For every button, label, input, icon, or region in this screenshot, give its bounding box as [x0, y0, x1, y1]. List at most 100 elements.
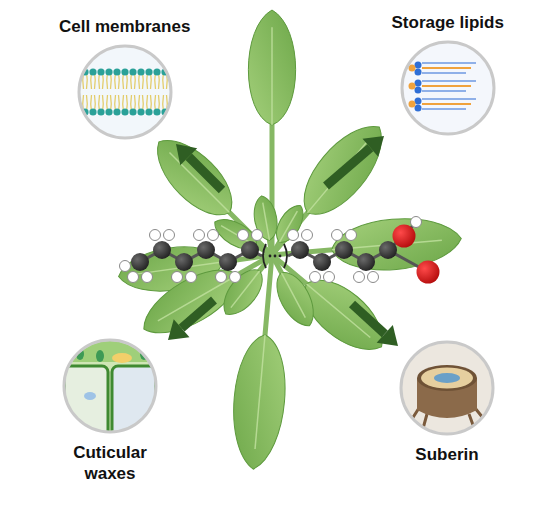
- oxygen-atom: [417, 261, 440, 284]
- lipid-head: [153, 68, 160, 75]
- hydrogen-atom: [150, 230, 161, 241]
- lipid-head: [414, 62, 421, 69]
- lipid-fate-node: Cuticular waxes: [52, 336, 168, 484]
- lipid-head: [97, 108, 104, 115]
- lipid-head: [408, 101, 415, 108]
- hydrogen-atom: [142, 272, 153, 283]
- node-heading: Suberin: [413, 444, 480, 465]
- circle-border: [402, 42, 494, 134]
- hydrogen-atom: [230, 272, 241, 283]
- lipid-head: [414, 87, 421, 94]
- arrow-head: [363, 136, 384, 157]
- leaf-midrib: [281, 273, 305, 318]
- hydrogen-atom: [238, 230, 249, 241]
- arrow-head: [176, 144, 197, 165]
- hydrogen-atom: [208, 230, 219, 241]
- leaf-blade: [143, 126, 245, 228]
- lipid-tail: [422, 103, 471, 105]
- leaf: [133, 237, 282, 348]
- lipid-head: [414, 80, 421, 87]
- lipid-head: [414, 98, 421, 105]
- lipid-head: [97, 68, 104, 75]
- chain-break-symbol: [263, 244, 287, 268]
- lipid-head: [137, 108, 144, 115]
- arrow-head: [168, 319, 189, 340]
- lipid-tail: [422, 90, 466, 92]
- leaf-midrib: [255, 335, 265, 449]
- hydrogen-atom: [128, 272, 139, 283]
- hydrogen-atom: [354, 272, 365, 283]
- icon-ground: [398, 38, 498, 138]
- lipid-head: [137, 68, 144, 75]
- lipid-head: [414, 105, 421, 112]
- carbon-atom: [241, 241, 259, 259]
- arrow-shaft: [182, 300, 214, 328]
- lipid-fate-node: Cell membranes: [57, 16, 192, 142]
- node-heading: Storage lipids: [390, 12, 506, 33]
- leaf: [257, 238, 396, 365]
- leaf-blade: [289, 112, 397, 228]
- icon-circle: [60, 336, 160, 436]
- lipid-head: [113, 68, 120, 75]
- lipid-tail: [422, 67, 471, 69]
- lipid-tail: [422, 80, 476, 82]
- hydrogen-atom: [216, 272, 227, 283]
- circle-border: [64, 340, 156, 432]
- hydrogen-atom: [310, 272, 321, 283]
- carbon-atom: [175, 253, 193, 271]
- carbon-atom: [335, 241, 353, 259]
- pointer-arrow: [326, 136, 384, 186]
- lipid-head: [145, 108, 152, 115]
- pointer-arrow: [176, 144, 222, 190]
- lipid-head: [121, 108, 128, 115]
- lipid-head: [121, 68, 128, 75]
- hydrogen-atom: [120, 261, 131, 272]
- carbon-atom: [219, 253, 237, 271]
- leaf-blade: [330, 213, 464, 275]
- wax-droplet: [112, 353, 132, 363]
- hydrogen-atom: [411, 217, 422, 228]
- stump-bark: [417, 365, 477, 391]
- lipid-tail: [422, 108, 466, 110]
- lipid-head: [408, 83, 415, 90]
- icon-ground: [75, 42, 175, 142]
- hydrogen-atom: [252, 230, 263, 241]
- leaf-midrib: [169, 152, 229, 212]
- icon-circle: [397, 338, 497, 438]
- leaf-blade: [251, 194, 281, 242]
- hydrogen-atom: [346, 230, 357, 241]
- hydrogen-atom: [164, 230, 175, 241]
- carbon-atom: [153, 241, 171, 259]
- pointer-arrow: [352, 304, 398, 346]
- chain-break-dot: [269, 255, 272, 258]
- circle-border: [79, 46, 171, 138]
- node-heading: Cuticular waxes: [52, 442, 168, 484]
- icon-circle: [75, 42, 175, 142]
- lipid-head: [105, 68, 112, 75]
- lipid-head: [129, 68, 136, 75]
- carbon-atom: [197, 241, 215, 259]
- arrow-shaft: [326, 148, 370, 186]
- lipid-fate-node: Suberin: [397, 338, 497, 465]
- arrow-head: [377, 325, 398, 346]
- icon-ground: [397, 338, 497, 438]
- arrow-shaft: [352, 304, 385, 334]
- chain-break-dot: [274, 255, 277, 258]
- lipid-tail: [422, 72, 466, 74]
- lipid-head: [129, 108, 136, 115]
- icon-circle: [398, 38, 498, 138]
- leaf-blade: [271, 201, 310, 248]
- node-heading: Cell membranes: [57, 16, 192, 37]
- hydrogen-atom: [186, 272, 197, 283]
- lipid-head: [153, 108, 160, 115]
- icon-ground: [60, 336, 160, 436]
- leaf-blade: [215, 263, 270, 323]
- pointer-arrow: [168, 300, 214, 340]
- lipid-head: [89, 108, 96, 115]
- carbon-atom: [313, 253, 331, 271]
- hydrogen-atom: [324, 272, 335, 283]
- hydrogen-atom: [332, 230, 343, 241]
- carbon-atom: [291, 241, 309, 259]
- hydrogen-atom: [368, 272, 379, 283]
